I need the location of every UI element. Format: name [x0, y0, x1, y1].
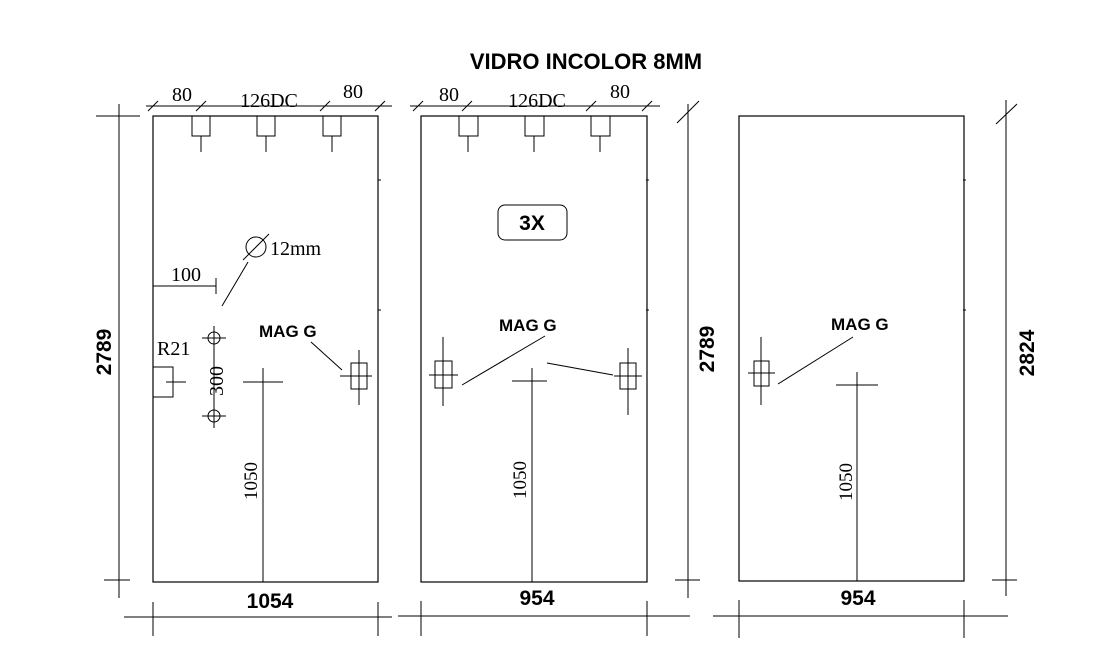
panel-3-magnet — [748, 337, 775, 405]
panel-1-magnet-label: MAG G — [259, 322, 317, 341]
panel-3: MAG G 1050 2824 954 — [713, 100, 1039, 638]
panel-1-top-right-dim: 80 — [343, 81, 363, 103]
panel-1-hole-spacing: 300 — [206, 366, 228, 396]
panel-2-handle-height: 1050 — [510, 461, 531, 499]
panel-1-radius: R21 — [157, 338, 190, 360]
panel-1-hole-offset: 100 — [171, 264, 201, 286]
panel-2-top-fittings — [458, 115, 611, 152]
panel-2-top-right-dim: 80 — [610, 81, 630, 103]
panel-2: 80 126DC 80 3X MAG G 1050 — [398, 81, 719, 636]
panel-1-hole-diameter: 12mm — [270, 238, 322, 260]
panel-1-handle-height: 1050 — [241, 462, 262, 500]
panel-3-width-dimension — [713, 600, 1008, 638]
panel-1-height: 2789 — [93, 329, 116, 376]
panel-2-quantity-box — [497, 204, 568, 241]
panel-1-width: 1054 — [247, 590, 294, 613]
panel-2-height-dimension — [675, 100, 700, 598]
panel-3-height-dimension — [992, 100, 1018, 596]
panel-2-height: 2789 — [696, 326, 719, 373]
panel-2-width-dimension — [398, 601, 690, 636]
panel-1-width-dimension — [124, 602, 392, 636]
drawing-title: VIDRO INCOLOR 8MM — [470, 49, 702, 74]
panel-1: 80 126DC 80 12mm 100 R21 300 — [93, 81, 392, 636]
diameter-icon — [245, 236, 267, 258]
panel-2-quantity: 3X — [519, 212, 545, 235]
panel-2-outline — [420, 115, 648, 583]
panel-3-outline — [738, 115, 965, 582]
panel-3-height: 2824 — [1016, 329, 1039, 376]
panel-1-top-dimension — [146, 100, 392, 112]
panel-2-top-dimension — [410, 100, 660, 112]
panel-1-magnet — [340, 350, 372, 405]
panel-1-height-dimension — [96, 104, 140, 598]
panel-3-handle-height: 1050 — [836, 463, 857, 501]
panel-2-top-center-dim: 126DC — [508, 90, 566, 112]
panel-1-top-fittings — [191, 115, 342, 152]
panel-2-magnet-left — [429, 337, 458, 406]
panel-1-top-left-dim: 80 — [172, 84, 192, 106]
panel-2-width: 954 — [519, 587, 554, 610]
panel-2-magnet-label: MAG G — [499, 316, 557, 335]
panel-3-width: 954 — [840, 587, 875, 610]
panel-3-magnet-label: MAG G — [831, 315, 889, 334]
panel-2-magnet-right — [614, 348, 642, 415]
panel-1-holes — [202, 326, 226, 428]
panel-1-hole-callout — [221, 233, 270, 307]
panel-1-top-center-dim: 126DC — [240, 90, 298, 112]
panel-2-top-left-dim: 80 — [439, 84, 459, 106]
